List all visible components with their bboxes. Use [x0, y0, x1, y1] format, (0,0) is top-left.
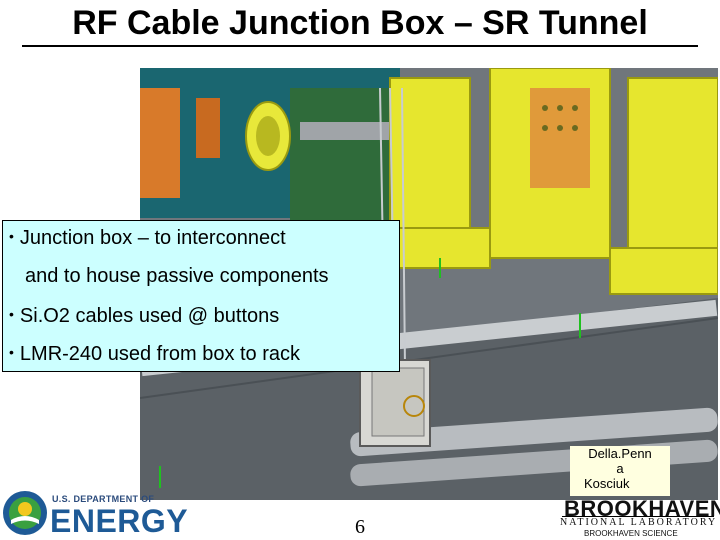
page-number: 6 [355, 516, 365, 538]
callout-continuation: and to house passive components [25, 265, 329, 288]
orange-magnet-core [530, 88, 590, 188]
bullet-glyph: • [9, 306, 14, 322]
lower-pipe-1 [350, 407, 718, 457]
doe-department-text: U.S. DEPARTMENT OF [52, 494, 155, 504]
bullet-glyph: • [9, 228, 14, 244]
bullet-glyph: • [9, 344, 14, 360]
bnl-divider [562, 516, 714, 517]
bnl-footer-text: BROOKHAVEN SCIENCE [584, 529, 678, 538]
title-underline [22, 45, 698, 47]
tunnel-floor-green [290, 88, 400, 228]
credit-line-2: a [616, 461, 624, 476]
slide-title: RF Cable Junction Box – SR Tunnel [72, 4, 648, 42]
doe-energy-text: ENERGY [50, 503, 189, 539]
doe-seal-icon [3, 491, 47, 535]
callout-bullet-1: • Junction box – to interconnect [9, 227, 286, 250]
credit-line-1: Della.Penn [588, 446, 652, 461]
orange-magnet-left [140, 88, 180, 198]
callout-text-2: and to house passive components [25, 265, 329, 287]
bnl-subtitle-text: NATIONAL LABORATORY [560, 517, 718, 528]
callout-text-3: Si.O2 cables used @ buttons [19, 305, 280, 327]
callout-bullet-2: • Si.O2 cables used @ buttons [9, 305, 279, 328]
callout-text-4: LMR-240 used from box to rack [19, 343, 301, 365]
yellow-magnet-3 [627, 77, 718, 259]
info-callout: • Junction box – to interconnect and to h… [2, 220, 400, 372]
doe-logo: U.S. DEPARTMENT OF ENERGY [0, 488, 188, 540]
credit-line-3: Kosciuk [584, 476, 630, 491]
callout-bullet-3: • LMR-240 used from box to rack [9, 343, 300, 366]
callout-text-1: Junction box – to interconnect [19, 227, 286, 249]
bnl-logo: BROOKHAVEN NATIONAL LABORATORY BROOKHAVE… [556, 496, 720, 540]
author-credit: Della.Penn a Kosciuk [570, 446, 670, 496]
